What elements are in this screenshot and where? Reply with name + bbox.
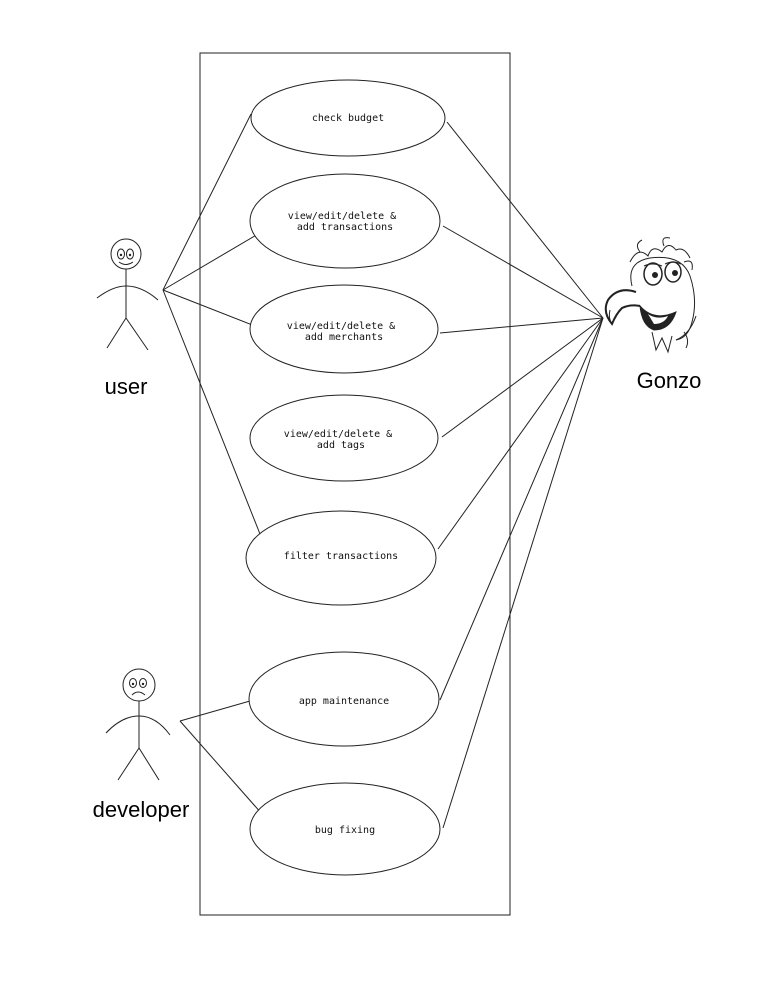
use-case-label: filter transactions <box>284 551 398 562</box>
stick-figure-happy-icon <box>96 238 159 351</box>
svg-text:view/edit/delete & add t: view/edit/delete & add transactions <box>288 211 402 233</box>
actor-label: developer <box>93 797 190 822</box>
use-case-tags[interactable]: view/edit/delete & add tags <box>249 394 439 482</box>
actor-label: user <box>105 374 148 399</box>
use-case-label: view/edit/delete & <box>284 429 392 440</box>
assoc-user-transactions <box>162 233 259 291</box>
assoc-developer-maintenance <box>179 700 251 722</box>
svg-text:filter transactions: filter transactions <box>284 551 398 562</box>
use-case-label: add transactions <box>297 222 393 233</box>
assoc-user-check-budget <box>162 113 252 291</box>
use-case-check-budget[interactable]: check budget <box>250 79 446 157</box>
assoc-gonzo-filter <box>437 317 604 550</box>
svg-text:view/edit/delete & add t: view/edit/delete & add tags <box>284 429 398 451</box>
use-case-transactions[interactable]: view/edit/delete & add transactions <box>249 173 441 269</box>
assoc-gonzo-tags <box>441 317 604 438</box>
use-case-label: app maintenance <box>299 696 389 707</box>
use-case-label: add merchants <box>305 332 383 343</box>
assoc-gonzo-check-budget <box>446 121 604 319</box>
svg-text:bug fixing: bug fixing <box>315 825 375 836</box>
use-case-app-maintenance[interactable]: app maintenance <box>248 651 440 747</box>
actor-user[interactable]: user <box>96 238 159 399</box>
assoc-gonzo-merchants <box>439 317 604 334</box>
assoc-developer-bug-fixing <box>179 720 263 815</box>
assoc-gonzo-maintenance <box>439 317 604 701</box>
svg-text:app maintenance: app maintenance <box>299 696 389 707</box>
use-case-label: view/edit/delete & <box>288 211 396 222</box>
assoc-user-merchants <box>162 289 256 327</box>
use-case-label: check budget <box>312 113 384 124</box>
svg-text:check budget: check budget <box>312 113 384 124</box>
gonzo-muppet-icon <box>604 237 697 354</box>
use-case-label: add tags <box>317 440 365 451</box>
assoc-gonzo-bug-fixing <box>442 317 604 829</box>
actor-developer[interactable]: developer <box>93 668 190 822</box>
association-lines <box>162 113 604 829</box>
use-case-bug-fixing[interactable]: bug fixing <box>249 782 441 876</box>
use-case-filter-transactions[interactable]: filter transactions <box>245 510 437 606</box>
assoc-gonzo-transactions <box>442 225 604 319</box>
use-case-merchants[interactable]: view/edit/delete & add merchants <box>249 284 439 374</box>
use-case-label: bug fixing <box>315 825 375 836</box>
use-case-label: view/edit/delete & <box>287 321 395 332</box>
stick-figure-sad-icon <box>105 668 171 781</box>
system-boundary <box>199 52 511 916</box>
actor-label: Gonzo <box>637 368 702 393</box>
assoc-user-filter <box>162 289 261 535</box>
svg-text:view/edit/delete & add m: view/edit/delete & add merchants <box>287 321 401 343</box>
actor-gonzo[interactable]: Gonzo <box>604 237 702 393</box>
